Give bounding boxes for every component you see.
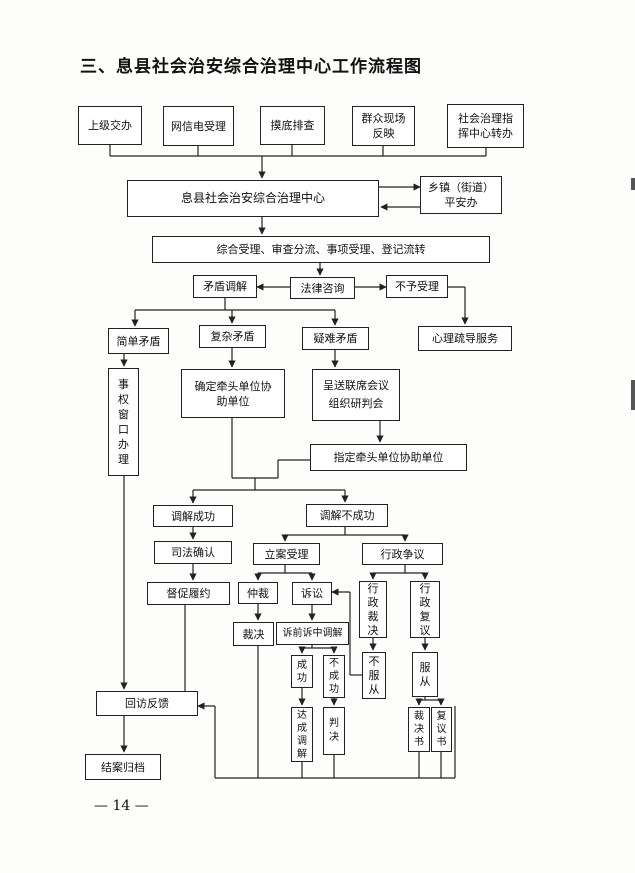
node-label: 上级交办 bbox=[88, 119, 132, 132]
reject-box: 不予受理 bbox=[386, 275, 448, 298]
node-label: 矛盾调解 bbox=[203, 280, 247, 293]
admin-dispute: 行政争议 bbox=[362, 543, 443, 565]
scan-edge-mark bbox=[631, 178, 635, 190]
node-label: 督促履约 bbox=[166, 587, 211, 600]
node-label: 心理疏导服务 bbox=[432, 332, 498, 345]
node-label: 诉讼 bbox=[301, 587, 323, 600]
node-label: 社会治理指 挥中心转办 bbox=[458, 112, 513, 140]
node-label: 诉前诉中调解 bbox=[282, 628, 343, 639]
mediation-box: 矛盾调解 bbox=[193, 275, 257, 298]
node-label: 复 议 书 bbox=[436, 711, 447, 748]
node-label: 不 服 从 bbox=[368, 654, 380, 696]
node-label: 法律咨询 bbox=[300, 281, 345, 295]
source-investigation: 摸底排查 bbox=[260, 106, 325, 145]
admin-review: 行 政 复 议 bbox=[410, 581, 440, 638]
node-label: 疑难矛盾 bbox=[313, 332, 358, 345]
node-label: 行 政 裁 决 bbox=[367, 581, 379, 637]
node-label: 行政争议 bbox=[380, 547, 425, 561]
node-label: 乡镇（街道） 平安办 bbox=[428, 181, 494, 209]
arbitration: 仲裁 bbox=[238, 582, 278, 604]
difficult-conflict: 疑难矛盾 bbox=[302, 327, 369, 350]
simple-conflict: 简单矛盾 bbox=[108, 328, 169, 354]
assign-lead-units: 指定牵头单位协助单位 bbox=[310, 444, 467, 471]
node-label: 回访反馈 bbox=[125, 697, 169, 710]
complex-conflict: 复杂矛盾 bbox=[199, 325, 266, 348]
source-public-onsite: 群众现场 反映 bbox=[352, 106, 415, 146]
page-title: 三、息县社会治安综合治理中心工作流程图 bbox=[80, 57, 422, 77]
intake-process: 综合受理、审查分流、事项受理、登记流转 bbox=[152, 236, 490, 263]
admin-ruling: 行 政 裁 决 bbox=[359, 581, 387, 638]
ruling-document: 裁 决 书 bbox=[408, 707, 430, 752]
dissatisfied: 不 服 从 bbox=[362, 652, 386, 699]
pretrial-mediation: 诉前诉中调解 bbox=[276, 622, 349, 645]
lead-assist-units: 确定牵头单位协 助单位 bbox=[181, 369, 285, 418]
review-document: 复 议 书 bbox=[431, 707, 452, 752]
node-label: 呈送联席会议 组织研判会 bbox=[323, 379, 389, 410]
window-handling: 事 权 窗 口 办 理 bbox=[108, 368, 139, 476]
node-label: 服 从 bbox=[419, 660, 431, 688]
agreement-reached: 达 成 调 解 bbox=[291, 707, 313, 762]
node-label: 司法确认 bbox=[171, 546, 215, 559]
supervise-performance: 督促履约 bbox=[147, 582, 230, 605]
node-label: 不 成 功 bbox=[329, 658, 339, 695]
node-label: 指定牵头单位协助单位 bbox=[333, 451, 444, 464]
node-label: 裁决 bbox=[242, 627, 265, 641]
node-label: 息县社会治安综合治理中心 bbox=[180, 191, 325, 205]
source-network-letter-call: 网信电受理 bbox=[163, 106, 234, 146]
pretrial-fail: 不 成 功 bbox=[323, 655, 345, 698]
mediation-failure: 调解不成功 bbox=[306, 504, 388, 527]
node-label: 确定牵头单位协 助单位 bbox=[194, 379, 272, 408]
followup-feedback: 回访反馈 bbox=[96, 691, 198, 716]
legal-consult-box: 法律咨询 bbox=[290, 277, 355, 299]
joint-meeting: 呈送联席会议 组织研判会 bbox=[312, 369, 400, 421]
judgment: 判 决 bbox=[323, 707, 345, 755]
node-label: 复杂矛盾 bbox=[210, 330, 255, 343]
node-label: 结案归档 bbox=[101, 760, 145, 774]
node-label: 达 成 调 解 bbox=[297, 709, 307, 760]
node-label: 综合受理、审查分流、事项受理、登记流转 bbox=[216, 243, 426, 256]
litigation: 诉讼 bbox=[292, 582, 332, 605]
node-label: 事 权 窗 口 办 理 bbox=[118, 378, 129, 466]
scan-edge-mark bbox=[631, 380, 635, 410]
mediation-success: 调解成功 bbox=[153, 505, 233, 527]
node-label: 摸底排查 bbox=[270, 119, 315, 132]
node-label: 群众现场 反映 bbox=[361, 112, 406, 140]
judicial-confirm: 司法确认 bbox=[154, 541, 232, 564]
node-label: 裁 决 书 bbox=[414, 711, 424, 748]
psych-counsel: 心理疏导服务 bbox=[418, 326, 512, 351]
node-label: 仲裁 bbox=[247, 586, 269, 600]
node-label: 网信电受理 bbox=[171, 119, 226, 133]
node-label: 不予受理 bbox=[395, 280, 439, 293]
page-number: — 14 — bbox=[94, 798, 149, 814]
source-command-center: 社会治理指 挥中心转办 bbox=[447, 104, 524, 148]
comply: 服 从 bbox=[412, 652, 438, 697]
node-label: 行 政 复 议 bbox=[419, 581, 431, 637]
case-filing: 立案受理 bbox=[253, 543, 320, 565]
center-box: 息县社会治安综合治理中心 bbox=[127, 180, 379, 217]
node-label: 调解成功 bbox=[171, 509, 215, 523]
node-label: 立案受理 bbox=[264, 547, 309, 561]
node-label: 简单矛盾 bbox=[116, 334, 161, 348]
pretrial-success: 成 功 bbox=[291, 655, 313, 688]
node-label: 判 决 bbox=[329, 718, 339, 743]
arbitration-award: 裁决 bbox=[233, 622, 274, 646]
node-label: 调解不成功 bbox=[319, 509, 375, 522]
node-label: 成 功 bbox=[297, 659, 307, 684]
source-higher-assigned: 上级交办 bbox=[78, 106, 142, 145]
township-office: 乡镇（街道） 平安办 bbox=[420, 176, 502, 214]
case-closing-archive: 结案归档 bbox=[85, 754, 161, 780]
